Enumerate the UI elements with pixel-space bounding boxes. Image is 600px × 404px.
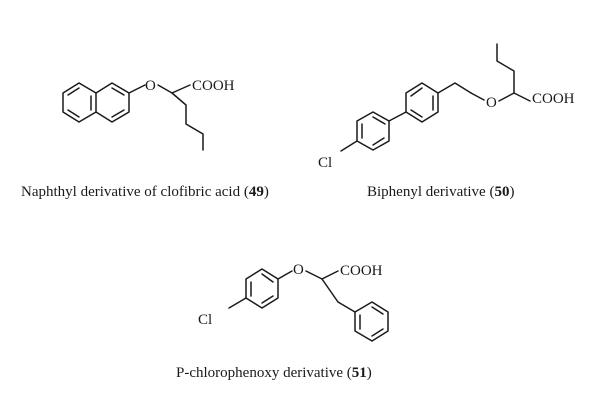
bond-ring-cl (340, 140, 358, 152)
benzyl-ch2-bond (321, 278, 339, 303)
chlorophenyl-ring (356, 111, 390, 151)
structure-50: Cl O COOH (318, 43, 575, 171)
structure-49: O COOH (62, 78, 235, 151)
chlorine-label: Cl (318, 155, 332, 171)
bond-ring-o (277, 270, 293, 280)
bond-ch2-o (470, 92, 485, 101)
phenyl-ring (405, 82, 439, 123)
caption-49: Naphthyl derivative of clofibric acid (4… (21, 184, 269, 200)
propyl-chain (171, 92, 204, 151)
phenyl-ring (354, 301, 389, 342)
chlorophenoxy-ring (245, 268, 279, 309)
biphenyl-bond (388, 111, 407, 122)
bond-ring-cl (228, 297, 247, 309)
bond-ring-o (128, 84, 146, 94)
naphthalene-ring-left (62, 82, 97, 123)
cooh-label: COOH (192, 78, 235, 94)
oxygen-label: O (145, 78, 156, 94)
bond-o-ch (157, 84, 173, 94)
propyl-chain (496, 43, 515, 94)
cooh-label: COOH (532, 91, 575, 107)
bond-o-ch (498, 92, 515, 102)
cooh-label: COOH (340, 263, 383, 279)
bond-ch2-phenyl (337, 301, 356, 313)
naphthalene-ring-right (95, 82, 130, 123)
caption-50: Biphenyl derivative (50) (367, 184, 515, 200)
structure-51: Cl O COOH (198, 262, 389, 342)
caption-51: P-chlorophenoxy derivative (51) (176, 365, 372, 381)
bond-ch-cooh (171, 84, 191, 94)
bond-ch-cooh (513, 92, 531, 102)
bond-ch-cooh (321, 270, 339, 280)
benzyl-ch2-bond (437, 82, 472, 94)
bond-o-ch (305, 270, 323, 280)
oxygen-label: O (293, 262, 304, 278)
oxygen-label: O (486, 95, 497, 111)
chlorine-label: Cl (198, 312, 212, 328)
